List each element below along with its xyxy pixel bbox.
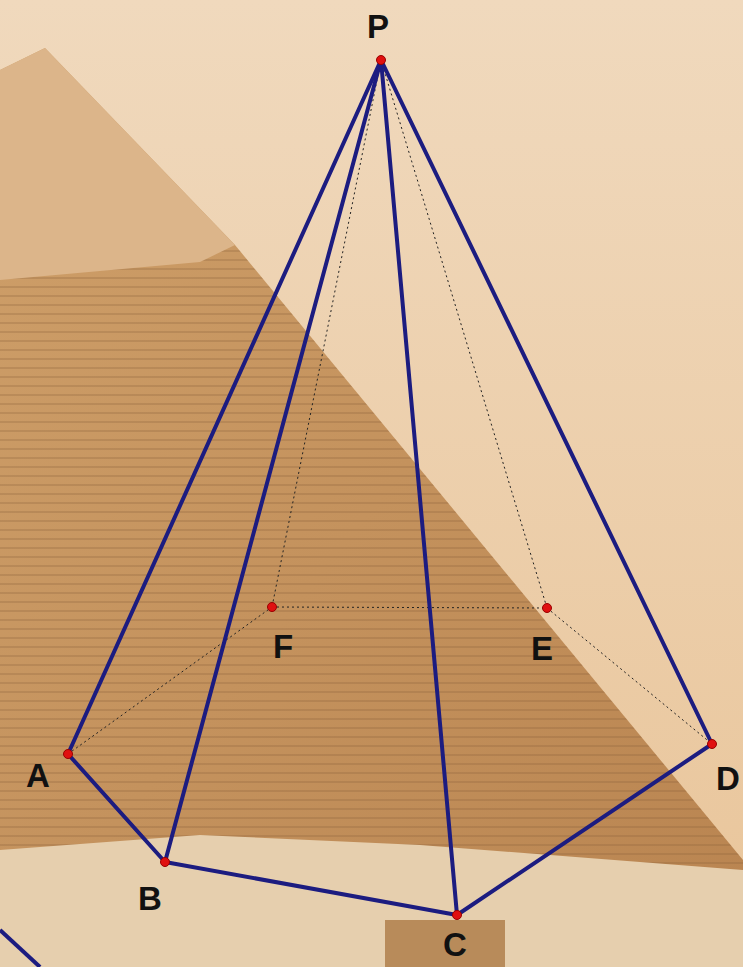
vertex-label: F xyxy=(273,630,293,663)
vertex-label: P xyxy=(367,10,389,43)
vertex-label: E xyxy=(531,632,553,665)
stone-courses xyxy=(0,245,743,967)
vertex-label: B xyxy=(138,882,162,915)
vertex-dots xyxy=(64,56,717,920)
partial-line xyxy=(0,930,40,967)
vertex-label: A xyxy=(26,759,50,792)
vertex-label: C xyxy=(443,928,467,961)
sand-ground xyxy=(0,835,743,967)
visible-edges xyxy=(68,60,712,915)
photo-pyramid xyxy=(0,48,743,967)
vertex-label: D xyxy=(716,762,740,795)
pyramid-casing xyxy=(0,48,235,280)
stone-block xyxy=(385,920,505,967)
